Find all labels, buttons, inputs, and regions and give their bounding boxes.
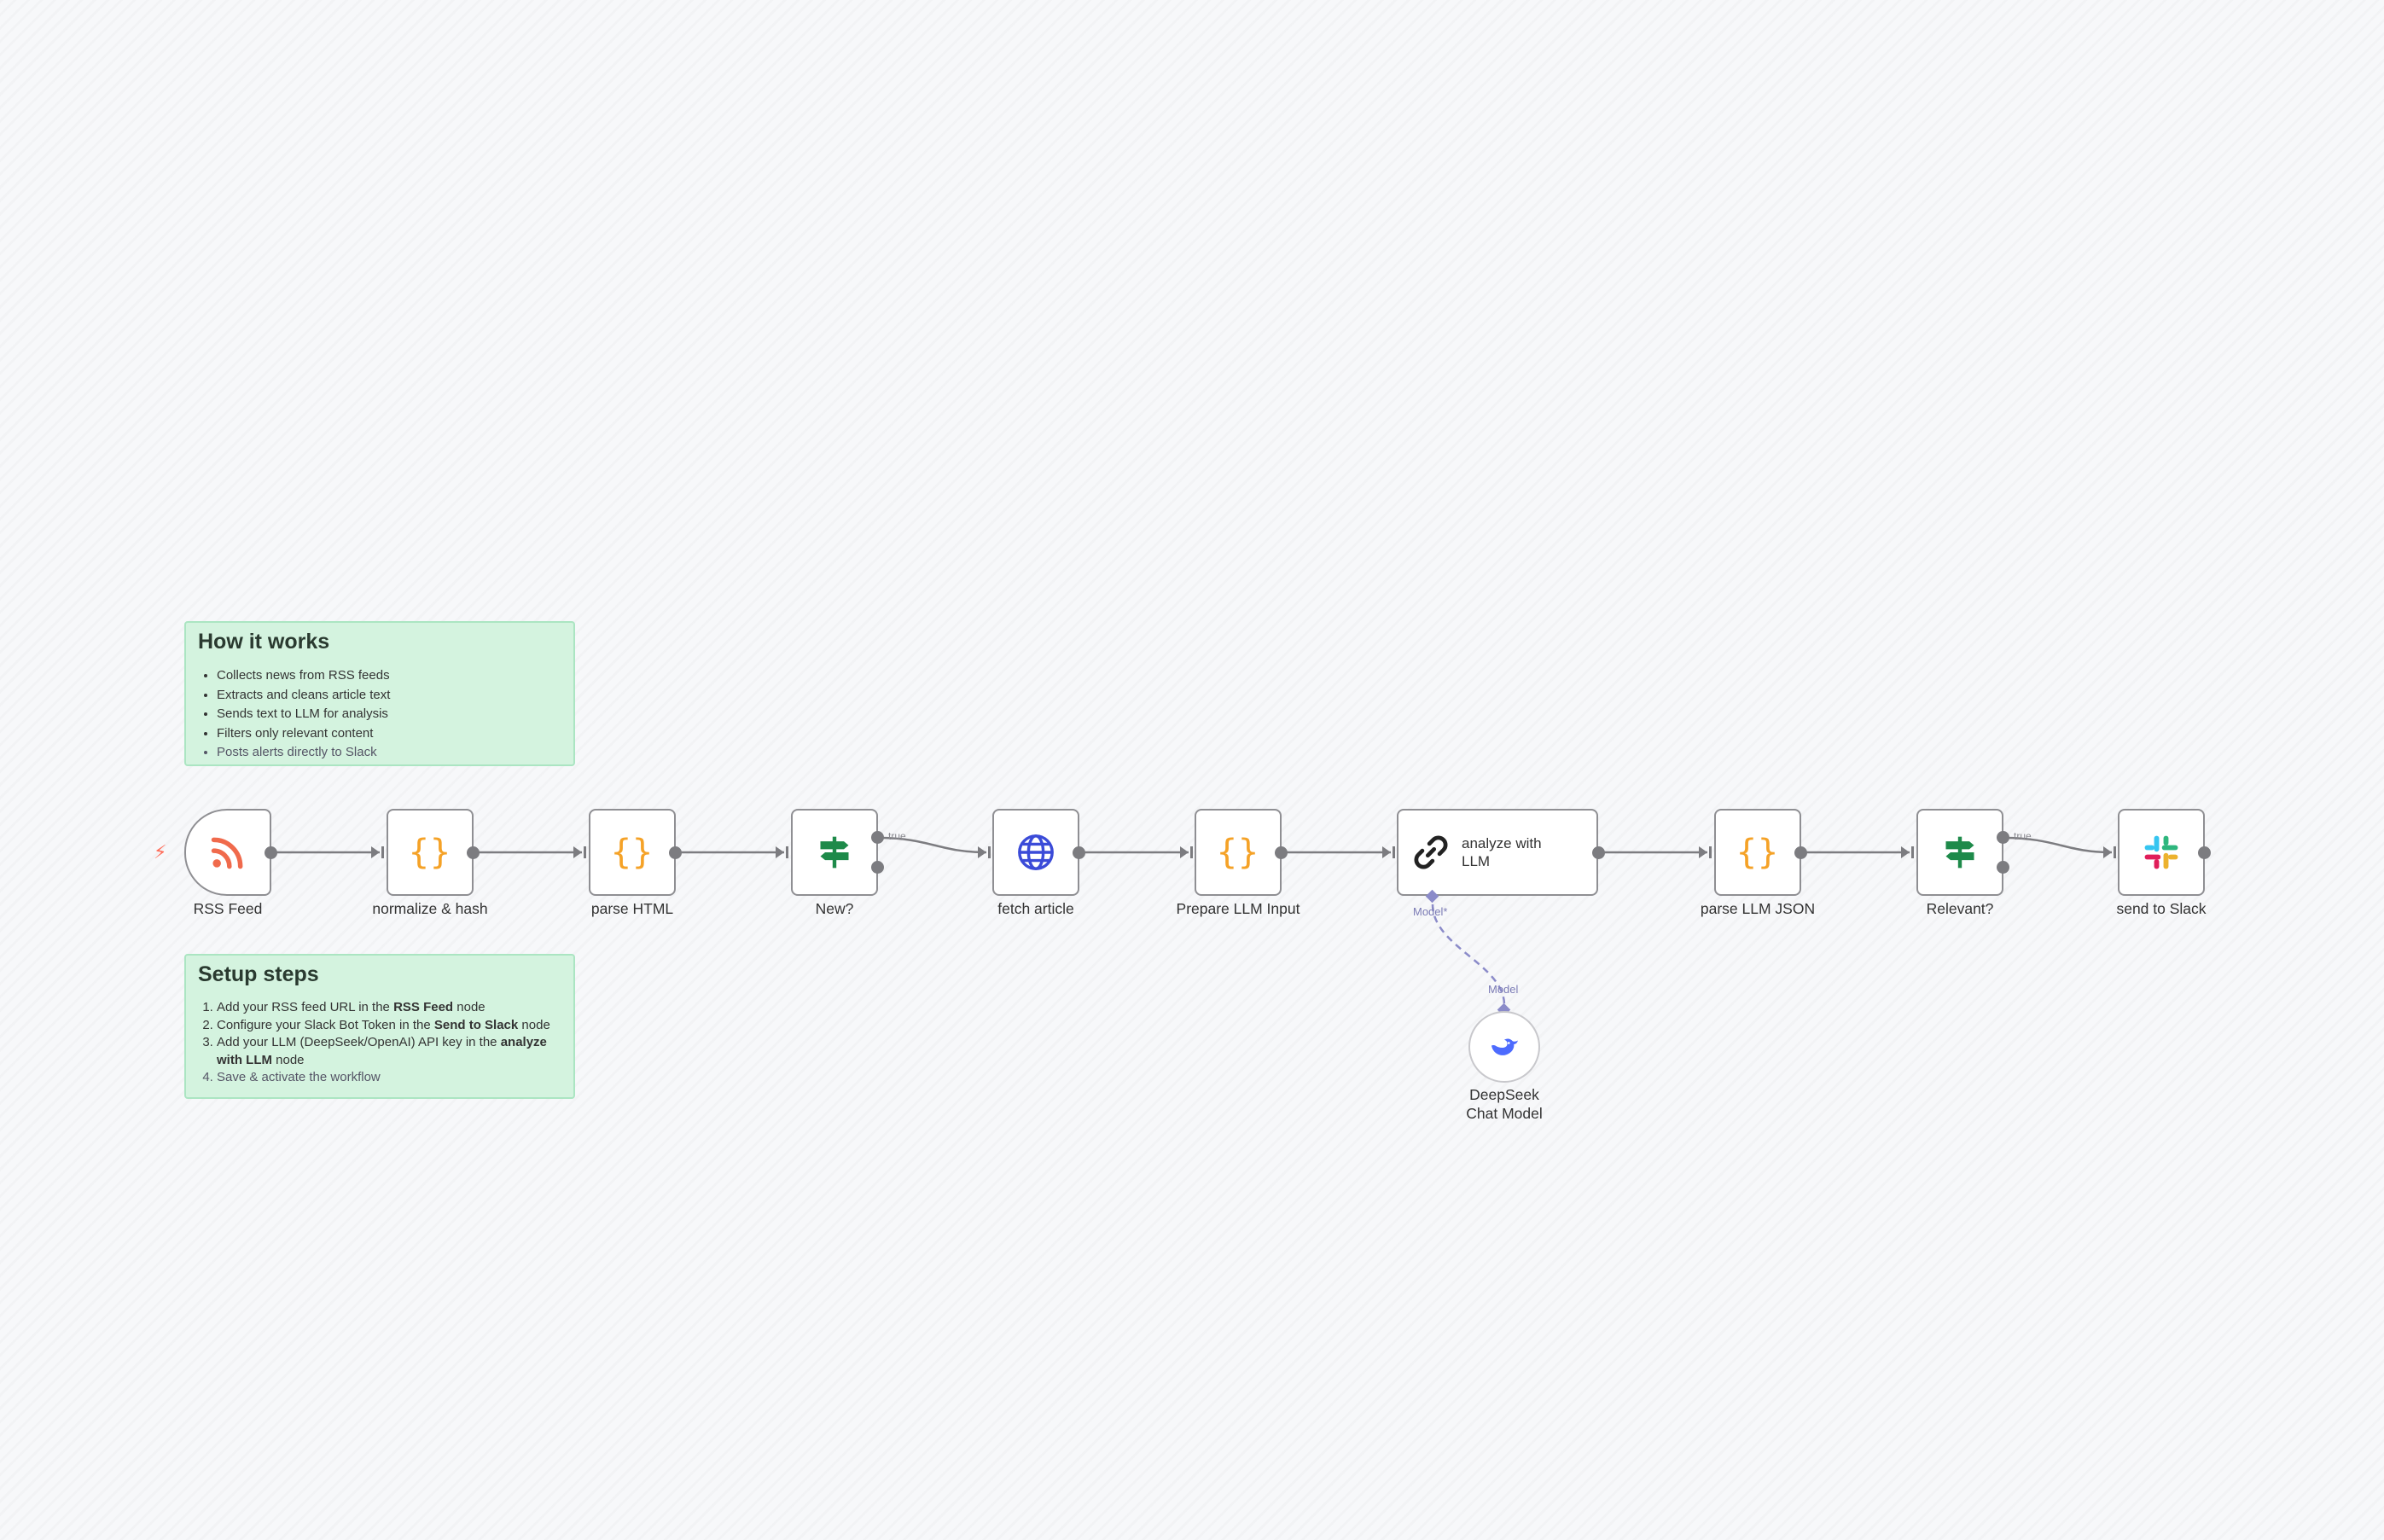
node-parse-llm-json[interactable]: {} [1714,809,1801,896]
node-label-fetch-article: fetch article [997,900,1074,917]
connection-new-fetch [877,836,987,854]
list-item: Collects news from RSS feeds [217,666,561,686]
output-port[interactable] [1275,846,1288,859]
node-title-analyze-with-llm: analyze with LLM [1462,835,1542,869]
node-relevant-check[interactable] [1916,809,2003,896]
signpost-icon [820,836,849,869]
node-analyze-with-llm[interactable]: analyze with LLM [1397,809,1598,896]
list-item: Add your RSS feed URL in the RSS Feed no… [217,999,561,1017]
node-send-to-slack[interactable] [2118,809,2205,896]
code-braces-icon: {} [1216,833,1260,872]
slack-icon [2144,835,2178,869]
node-label-send-to-slack: send to Slack [2116,900,2207,917]
input-arrow [1699,846,1707,858]
code-braces-icon: {} [1736,833,1780,872]
node-label-parse-html: parse HTML [590,900,674,917]
input-port[interactable] [988,846,991,858]
node-label-rss-feed: RSS Feed [193,900,263,917]
input-arrow [1382,846,1391,858]
code-braces-icon: {} [408,833,452,872]
list-item: Sends text to LLM for analysis [217,705,561,724]
node-fetch-article[interactable] [992,809,1079,896]
connection-model-analyze [1431,904,1506,1006]
sticky-how-it-works[interactable]: How it works Collects news from RSS feed… [184,621,575,766]
input-port[interactable] [1709,846,1712,858]
connection-label-model-required: Model* [1413,905,1448,918]
node-label-prepare-llm-input: Prepare LLM Input [1176,900,1300,917]
input-arrow [2103,846,2112,858]
output-port[interactable] [265,846,277,859]
list-item: Add your LLM (DeepSeek/OpenAI) API key i… [217,1034,561,1069]
list-item: Configure your Slack Bot Token in the Se… [217,1017,561,1035]
output-port-true[interactable] [1997,831,2009,844]
input-port[interactable] [786,846,788,858]
input-port[interactable] [1911,846,1914,858]
rss-icon [211,837,243,869]
connection-label-model: Model [1488,983,1519,996]
list-item: Posts alerts directly to Slack [217,743,561,763]
input-port[interactable] [1393,846,1395,858]
input-port[interactable] [1190,846,1193,858]
output-port[interactable] [2198,846,2211,859]
output-port[interactable] [1592,846,1605,859]
sticky-setup-steps[interactable]: Setup steps Add your RSS feed URL in the… [184,954,575,1099]
node-parse-html[interactable]: {} [589,809,676,896]
input-arrow [1901,846,1910,858]
node-label-normalize-hash: normalize & hash [372,900,488,917]
node-new-check[interactable] [791,809,878,896]
connection-label-true: true [888,830,906,842]
input-arrow [573,846,582,858]
output-port[interactable] [1794,846,1807,859]
input-port[interactable] [2114,846,2116,858]
code-braces-icon: {} [610,833,654,872]
node-label-new-check: New? [815,900,854,917]
input-arrow [371,846,380,858]
signpost-icon [1945,836,1974,869]
setup-steps-list: Add your RSS feed URL in the RSS Feed no… [198,999,561,1087]
input-port[interactable] [381,846,384,858]
input-port[interactable] [584,846,586,858]
list-item: Extracts and cleans article text [217,686,561,706]
output-port-true[interactable] [871,831,884,844]
node-label-relevant-check: Relevant? [1926,900,1994,917]
trigger-bolt-icon: ⚡ [154,841,167,863]
globe-icon [1018,834,1054,870]
output-port-false[interactable] [871,861,884,874]
node-rss-feed[interactable] [184,809,271,896]
node-prepare-llm-input[interactable]: {} [1195,809,1282,896]
input-arrow [978,846,986,858]
output-port-false[interactable] [1997,861,2009,874]
chain-link-icon [1414,835,1448,869]
node-deepseek-chat-model[interactable] [1468,1011,1540,1083]
output-port[interactable] [467,846,480,859]
input-arrow [1180,846,1189,858]
output-port[interactable] [1073,846,1085,859]
list-item: Save & activate the workflow [217,1069,561,1087]
how-it-works-list: Collects news from RSS feeds Extracts an… [198,666,561,763]
list-item: Filters only relevant content [217,724,561,744]
deepseek-whale-icon [1491,1038,1518,1055]
node-normalize-hash[interactable]: {} [387,809,474,896]
connection-label-true: true [2014,830,2032,842]
connection-relevant-slack [2003,836,2113,854]
node-label-parse-llm-json: parse LLM JSON [1700,900,1816,917]
input-arrow [776,846,784,858]
output-port[interactable] [669,846,682,859]
node-label-deepseek-chat-model: DeepSeek Chat Model [1466,1086,1543,1122]
sticky-title: How it works [198,630,330,654]
sticky-title: Setup steps [198,962,319,986]
